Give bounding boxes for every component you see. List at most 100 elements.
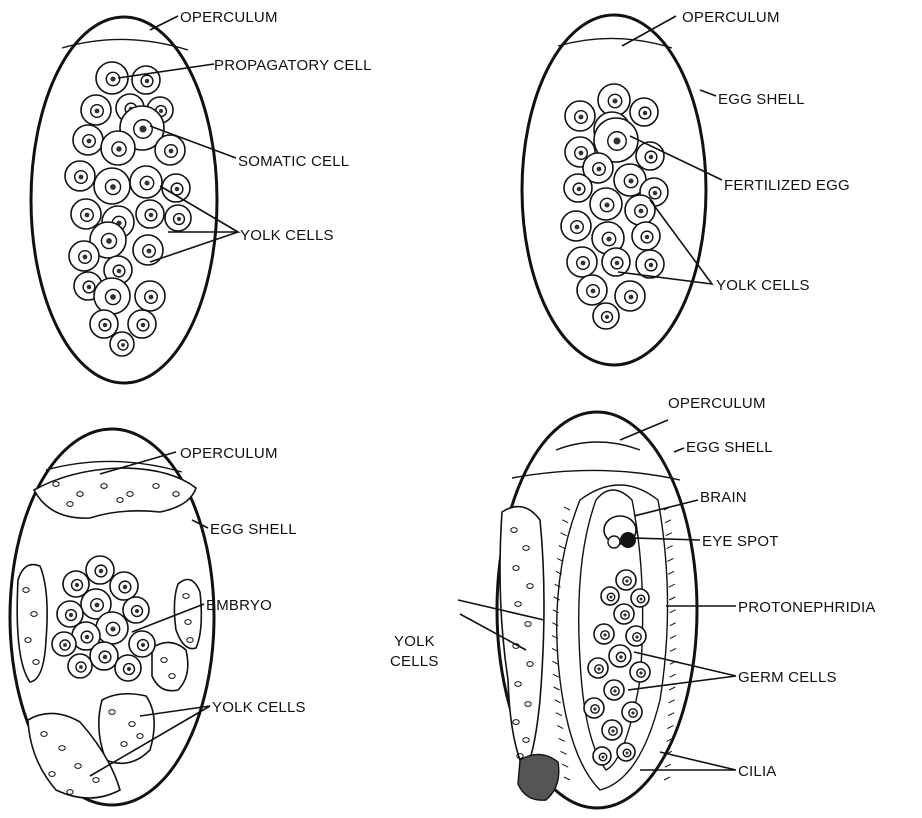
cilium [668, 571, 674, 574]
egg-4-cilia-label: CILIA [738, 763, 777, 780]
yolk-cell-nucleolus [121, 343, 125, 347]
yolk-cell-nucleolus [87, 285, 91, 289]
germ-cell-nucleolus [631, 711, 634, 714]
yolk-cell-nucleolus [147, 249, 152, 254]
egg-3-egg-shell-label: EGG SHELL [210, 521, 297, 538]
cilium [667, 546, 673, 549]
germ-cell-nucleolus [613, 689, 616, 692]
egg-4-operculum-label: OPERCULUM [668, 395, 766, 412]
germ-cell-nucleolus [619, 655, 623, 659]
embryo-cell-nucleolus [79, 665, 83, 669]
germ-cell-nucleolus [640, 598, 643, 601]
egg-1-operculum-leader [150, 16, 178, 30]
germ-cell-nucleolus [602, 756, 605, 759]
yolk-cell-nucleolus [629, 295, 634, 300]
egg-2-fertilized-egg-label: FERTILIZED EGG [724, 177, 850, 194]
egg-4-eye-spot [620, 532, 636, 548]
egg-4-brain-label: BRAIN [700, 489, 747, 506]
egg-1-cell-cluster [65, 62, 191, 356]
embryo-cell-nucleolus [75, 583, 79, 587]
egg-2-operculum-label: OPERCULUM [682, 9, 780, 26]
egg-3-embryo-cluster [52, 556, 155, 681]
germ-cell-nucleolus [635, 635, 638, 638]
germ-cell-nucleolus [597, 667, 600, 670]
egg-4-germ-cells-label: GERM CELLS [738, 669, 837, 686]
germ-cell-nucleolus [610, 596, 613, 599]
egg-4-eye-spot-label: EYE SPOT [702, 533, 779, 550]
cilium [667, 726, 673, 729]
yolk-cell-nucleolus [649, 155, 653, 159]
egg-4-cells-label: CELLS [390, 653, 439, 670]
yolk-cell-nucleolus [106, 238, 112, 244]
yolk-cell-nucleolus [581, 261, 586, 266]
cilium [665, 764, 671, 767]
egg-4-protonephridia-label: PROTONEPHRIDIA [738, 599, 876, 616]
egg-2: OPERCULUM EGG SHELL FERTILIZED EGG YOLK … [522, 9, 850, 365]
egg-1-yolk-cells-label: YOLK CELLS [240, 227, 334, 244]
germ-cell-nucleolus [611, 729, 614, 732]
yolk-cell-nucleolus [575, 225, 580, 230]
cilium [670, 610, 676, 613]
cilium [559, 546, 565, 549]
yolk-cell-nucleolus [649, 263, 653, 267]
yolk-cell-nucleolus [159, 109, 163, 113]
yolk-cell-nucleolus [145, 79, 149, 83]
egg-4-egg-shell-label: EGG SHELL [686, 439, 773, 456]
embryo-cell-nucleolus [85, 635, 89, 639]
yolk-cell-nucleolus [169, 149, 174, 154]
cilium [670, 636, 676, 639]
yolk-cell-nucleolus [597, 167, 602, 172]
yolk-cell-nucleolus [579, 151, 584, 156]
cilium [560, 533, 566, 536]
egg-3: OPERCULUM EGG SHELL EMBRYO YOLK CELLS [10, 429, 306, 805]
germ-cell-nucleolus [623, 613, 626, 616]
cilium [669, 687, 675, 690]
cilium [560, 751, 566, 754]
egg-3-top-yolk-mass [34, 468, 196, 518]
cilium [669, 584, 675, 587]
yolk-cell-nucleolus [110, 76, 115, 81]
embryo-cell-nucleolus [127, 667, 131, 671]
egg-3-small-yolk-mass [152, 642, 188, 690]
yolk-cell-nucleolus [85, 213, 90, 218]
egg-1-somatic-cell-label: SOMATIC CELL [238, 153, 349, 170]
yolk-cell-nucleolus [144, 180, 149, 185]
egg-3-lower-yolk-mass [99, 694, 154, 764]
yolk-cell-nucleolus [141, 323, 145, 327]
egg-4-shell-leader [674, 448, 684, 452]
yolk-cell-nucleolus [653, 191, 657, 195]
egg-2-yolk-cells-label: YOLK CELLS [716, 277, 810, 294]
egg-2-cell-cluster [561, 84, 668, 329]
cilium [562, 764, 568, 767]
cilium [557, 726, 563, 729]
germ-cell-nucleolus [625, 579, 628, 582]
yolk-cell-nucleolus [591, 289, 596, 294]
yolk-cell-nucleolus [79, 175, 84, 180]
cilium [670, 623, 676, 626]
cilium [562, 520, 568, 523]
egg-4: OPERCULUM EGG SHELL BRAIN EYE SPOT PROTO… [390, 395, 876, 808]
cilium [559, 738, 565, 741]
germ-cell-nucleolus [593, 707, 596, 710]
yolk-cell-nucleolus [103, 323, 107, 327]
cilium [564, 507, 570, 510]
yolk-cell-nucleolus [628, 178, 633, 183]
yolk-cell-nucleolus [612, 98, 617, 103]
cilium [669, 700, 675, 703]
yolk-cell-nucleolus [579, 115, 584, 120]
cilium [666, 533, 672, 536]
yolk-cell-nucleolus [87, 139, 92, 144]
egg-4-germ-cells [584, 570, 650, 765]
embryo-cell-nucleolus [110, 626, 115, 631]
cilium [670, 648, 676, 651]
germ-cell-nucleolus [639, 671, 642, 674]
yolk-cell-nucleolus [643, 111, 647, 115]
egg-2-egg-shell-label: EGG SHELL [718, 91, 805, 108]
yolk-cell-nucleolus [149, 295, 154, 300]
yolk-cell-nucleolus [645, 235, 649, 239]
yolk-cell-nucleolus [117, 269, 121, 273]
cilium [668, 713, 674, 716]
embryo-cell-nucleolus [103, 655, 107, 659]
yolk-cell-nucleolus [175, 187, 179, 191]
embryo-cell-nucleolus [99, 569, 103, 573]
